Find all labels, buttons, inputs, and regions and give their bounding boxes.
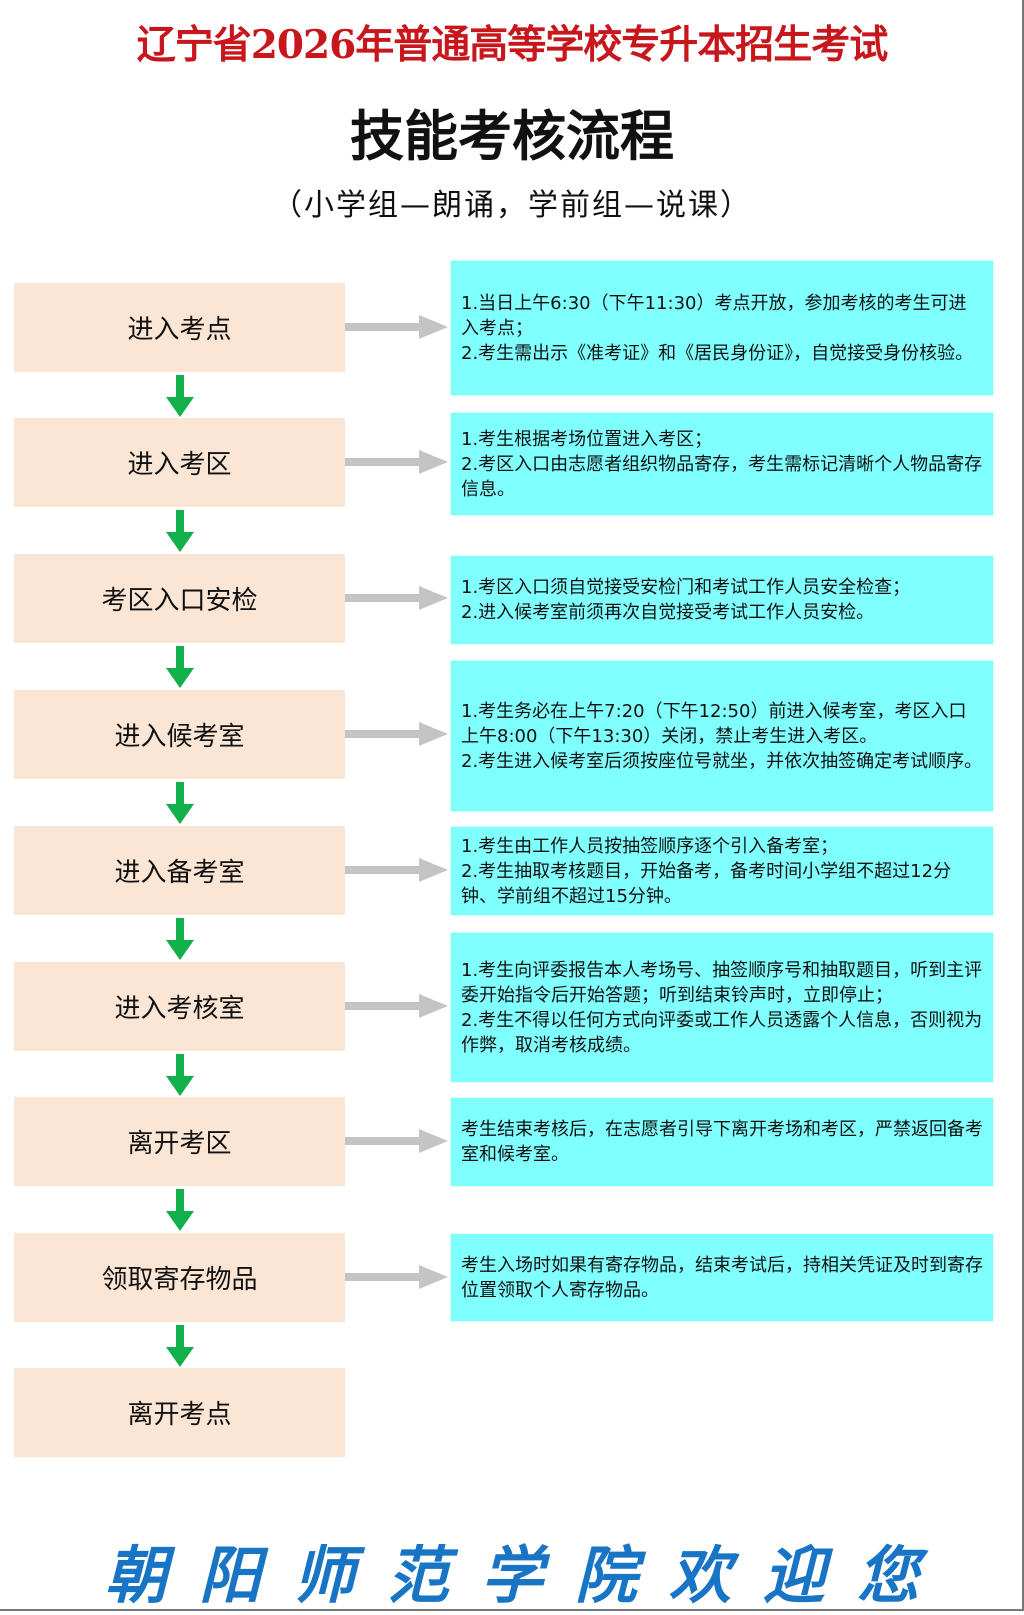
description-line: 1.考区入口须自觉接受安检门和考试工作人员安全检查； [461,577,911,598]
description-line: 2.考生进入候考室后须按座位号就坐，并依次抽签确定考试顺序。 [461,750,983,772]
group-note: （小学组—朗诵，学前组—说课） [272,188,752,223]
page-subtitle: 技能考核流程 [350,105,674,168]
page-title: 辽宁省2026年普通高等学校专升本招生考试 [136,22,889,68]
step-box: 进入备考室 [14,826,345,915]
step-box: 离开考区 [14,1097,345,1186]
step-description: 1.考生根据考场位置进入考区； 2.考区入口由志愿者组织物品寄存，考生需标记清晰个… [450,412,994,516]
down-arrow-icon [166,1325,194,1369]
description-line: 1.考生由工作人员按抽签顺序逐个引入备考室； [461,835,839,857]
step-description: 考生结束考核后，在志愿者引导下离开考场和考区，严禁返回备考室和候考室。 [450,1097,994,1187]
right-arrow-icon [345,1128,448,1154]
description-line: 考生结束考核后，在志愿者引导下离开考场和考区，严禁返回备考室和候考室。 [461,1119,983,1165]
down-arrow-icon [166,1054,194,1098]
step-box: 进入考核室 [14,962,345,1051]
right-arrow-icon [345,314,448,340]
description-line: 2.进入候考室前须再次自觉接受考试工作人员安检。 [461,602,875,623]
description-line: 1.考生向评委报告本人考场号、抽签顺序号和抽取题目，听到主评委开始指令后开始答题… [461,959,983,1006]
step-box: 进入候考室 [14,690,345,779]
down-arrow-icon [166,510,194,554]
description-line: 2.考生不得以任何方式向评委或工作人员透露个人信息，否则视为作弊，取消考核成绩。 [461,1009,983,1056]
right-arrow-icon [345,1264,448,1290]
description-line: 考生入场时如果有寄存物品，结束考试后，持相关凭证及时到寄存位置领取个人寄存物品。 [461,1254,983,1301]
description-line: 2.考生抽取考核题目，开始备考，备考时间小学组不超过12分钟、学前组不超过15分… [461,860,952,907]
description-line: 1.当日上午6:30（下午11:30）考点开放，参加考核的考生可进入考点； [461,292,967,339]
step-description: 1.考生务必在上午7:20（下午12:50）前进入候考室，考区入口上午8:00（… [450,660,994,812]
step-box: 进入考区 [14,418,345,507]
description-line: 2.考区入口由志愿者组织物品寄存，考生需标记清晰个人物品寄存信息。 [461,453,983,500]
step-description: 1.考区入口须自觉接受安检门和考试工作人员安全检查； 2.进入候考室前须再次自觉接… [450,555,994,645]
description-line: 2.考生需出示《准考证》和《居民身份证》，自觉接受身份核验。 [461,342,974,364]
step-description: 1.考生由工作人员按抽签顺序逐个引入备考室； 2.考生抽取考核题目，开始备考，备考… [450,826,994,916]
step-box: 进入考点 [14,283,345,372]
step-description: 1.考生向评委报告本人考场号、抽签顺序号和抽取题目，听到主评委开始指令后开始答题… [450,932,994,1083]
step-box: 领取寄存物品 [14,1233,345,1322]
footer-slogan: 朝阳师范学院欢迎您 [104,1539,951,1612]
down-arrow-icon [166,1189,194,1233]
right-arrow-icon [345,449,448,475]
step-description: 1.当日上午6:30（下午11:30）考点开放，参加考核的考生可进入考点； 2.考… [450,260,994,396]
description-line: 1.考生根据考场位置进入考区； [461,428,713,450]
step-box: 离开考点 [14,1368,345,1457]
right-arrow-icon [345,857,448,883]
down-arrow-icon [166,646,194,690]
step-box: 考区入口安检 [14,554,345,643]
down-arrow-icon [166,782,194,826]
step-description: 考生入场时如果有寄存物品，结束考试后，持相关凭证及时到寄存位置领取个人寄存物品。 [450,1233,994,1322]
down-arrow-icon [166,375,194,419]
description-line: 1.考生务必在上午7:20（下午12:50）前进入候考室，考区入口上午8:00（… [461,700,967,747]
right-arrow-icon [345,585,448,611]
right-arrow-icon [345,721,448,747]
down-arrow-icon [166,918,194,962]
right-arrow-icon [345,993,448,1019]
